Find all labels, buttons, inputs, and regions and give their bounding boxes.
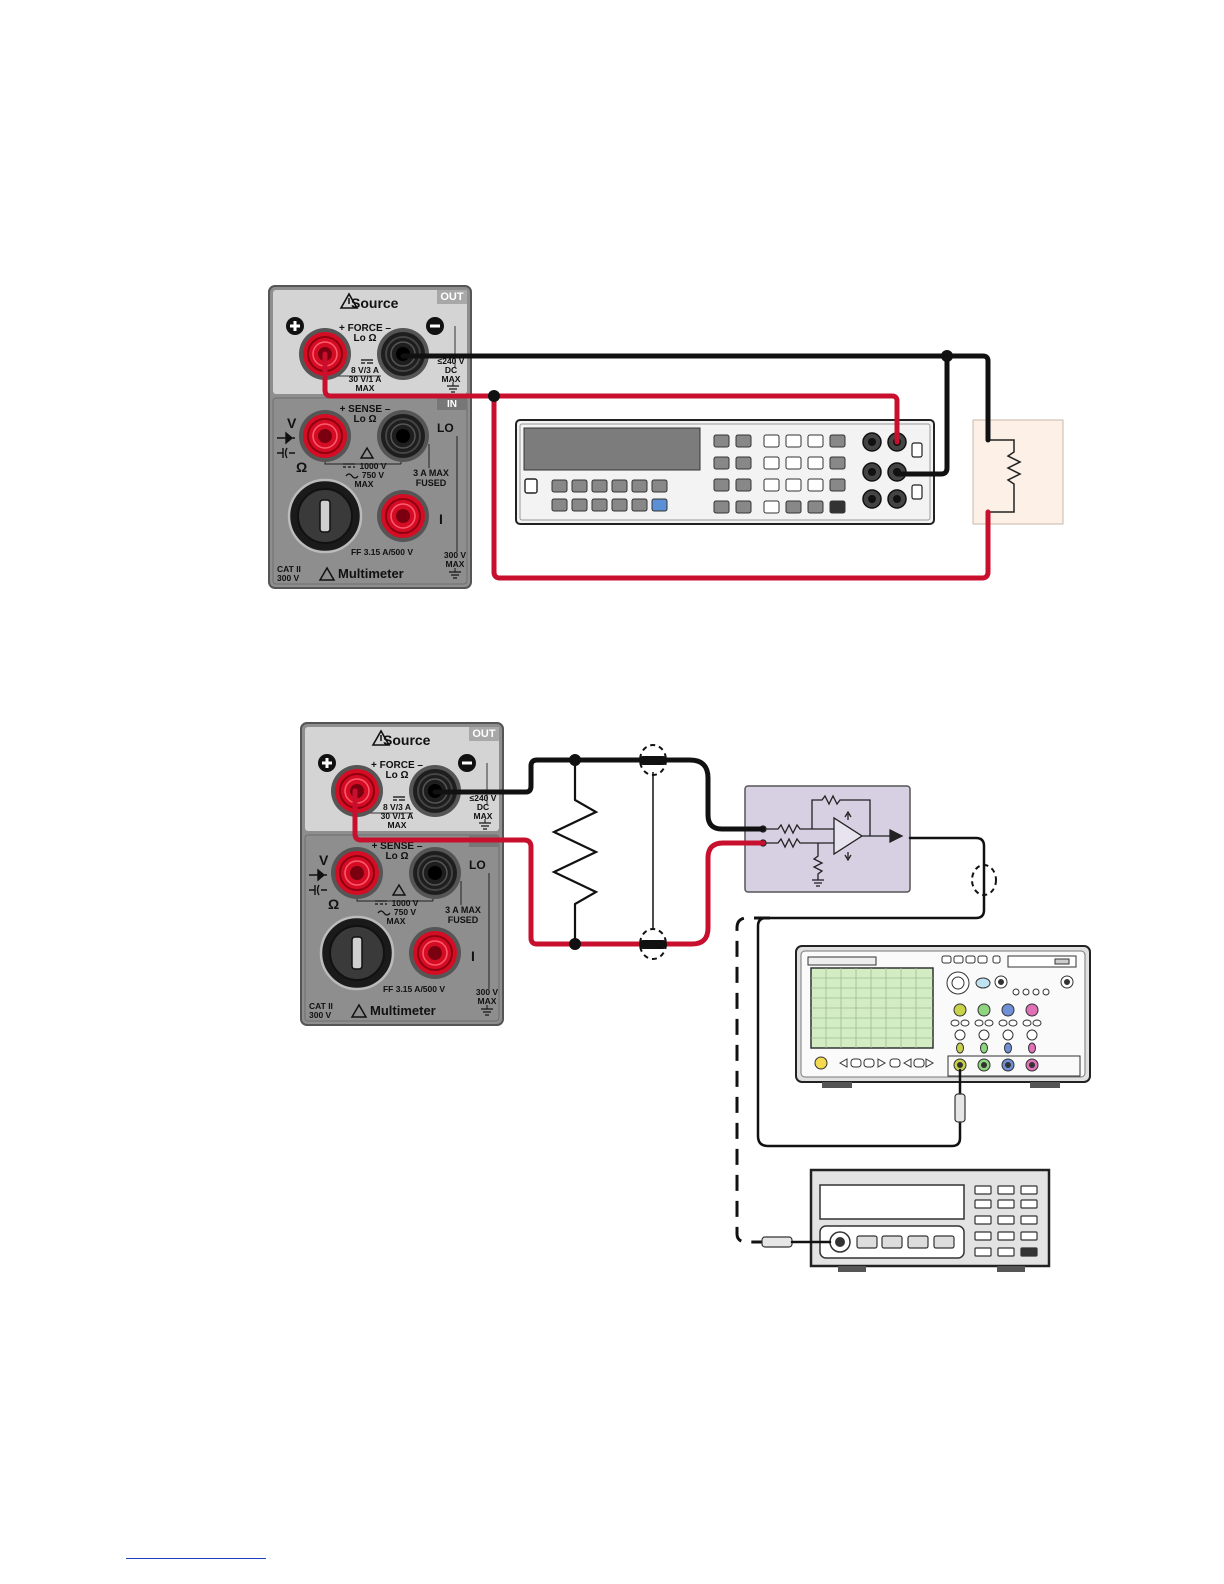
amp-rating-1: 3 A MAX	[413, 468, 449, 478]
keypad-right[interactable]	[713, 434, 846, 514]
i-label: I	[439, 511, 443, 527]
lower-display	[819, 1184, 965, 1220]
amp-rating-2: FUSED	[416, 478, 447, 488]
wires-bottom	[352, 754, 986, 1248]
lower-keys[interactable]	[856, 1185, 1038, 1257]
source-rating-3: MAX	[388, 820, 407, 830]
red-sense-wire	[322, 351, 900, 445]
red-sense-wire	[352, 788, 766, 947]
bnc-connector-icon[interactable]	[953, 1058, 1039, 1072]
sense-label: + SENSE –	[340, 404, 391, 415]
force-label: + FORCE –	[339, 323, 391, 334]
shunt-resistor	[551, 760, 654, 944]
sense-lo-label: Lo Ω	[385, 851, 408, 862]
black-force-wire	[432, 757, 766, 832]
cat-label-2: 300 V	[309, 1010, 332, 1020]
fuse-label: FF 3.15 A/500 V	[351, 547, 413, 557]
amp-rating-2: FUSED	[448, 915, 479, 925]
black-branch-wire	[894, 353, 950, 477]
scope-grid	[811, 968, 933, 1048]
gnd-rating-2: MAX	[446, 559, 465, 569]
source-rating-1: 8 V/3 A	[383, 802, 411, 812]
amplifier-box	[744, 785, 911, 893]
sync-connector	[761, 1236, 793, 1248]
source-rating-1: 8 V/3 A	[351, 365, 379, 375]
gnd-rating-1: 300 V	[444, 550, 467, 560]
volt-rating-3: MAX	[387, 916, 406, 926]
bench-instrument	[515, 419, 935, 525]
multimeter-title: Multimeter	[338, 566, 404, 581]
volt-rating-1: 1000 V	[392, 898, 419, 908]
dc-rating-1: ≤240 V	[470, 793, 497, 803]
out-tag: OUT	[440, 291, 464, 303]
source-rating-2: 30 V/1 A	[349, 374, 382, 384]
multimeter-panel-top: OUT IN Source + FORCE – Lo Ω 8 V/3 A 30 …	[267, 284, 473, 590]
lo-label: LO	[437, 421, 454, 435]
ohm-label: Ω	[296, 459, 307, 475]
power-switch[interactable]	[524, 478, 538, 494]
dc-rating-1: ≤240 V	[438, 356, 465, 366]
volt-rating-1: 1000 V	[360, 461, 387, 471]
cat-label-2: 300 V	[277, 573, 300, 583]
cat-label-1: CAT II	[309, 1001, 333, 1011]
instrument-display	[523, 427, 701, 471]
instrument-terminals[interactable]	[862, 432, 923, 509]
dc-rating-2: DC	[477, 802, 489, 812]
v-label: V	[319, 852, 329, 868]
source-rating-3: MAX	[356, 383, 375, 393]
in-tag: IN	[447, 399, 457, 410]
volt-rating-3: MAX	[355, 479, 374, 489]
ohm-label: Ω	[328, 896, 339, 912]
cat-label-1: CAT II	[277, 564, 301, 574]
force-lo-label: Lo Ω	[385, 770, 408, 781]
force-lo-label: Lo Ω	[353, 333, 376, 344]
gnd-rating-2: MAX	[478, 996, 497, 1006]
dc-rating-3: MAX	[442, 374, 461, 384]
source-rating-2: 30 V/1 A	[381, 811, 414, 821]
bench-instrument-lower	[809, 1168, 1051, 1272]
footer-rule	[126, 1558, 266, 1559]
resistor-icon	[987, 439, 1022, 513]
sense-lo-label: Lo Ω	[353, 414, 376, 425]
out-tag: OUT	[472, 728, 496, 740]
source-title: Source	[383, 732, 431, 748]
amp-rating-1: 3 A MAX	[445, 905, 481, 915]
lo-label: LO	[469, 858, 486, 872]
red-return-wire	[491, 393, 991, 581]
oscilloscope	[795, 945, 1091, 1088]
gnd-rating-1: 300 V	[476, 987, 499, 997]
fuse-label: FF 3.15 A/500 V	[383, 984, 445, 994]
v-label: V	[287, 415, 297, 431]
keypad-left[interactable]	[551, 479, 668, 512]
multimeter-title: Multimeter	[370, 1003, 436, 1018]
dc-rating-2: DC	[445, 365, 457, 375]
black-force-wire	[400, 353, 991, 443]
volt-rating-2: 750 V	[394, 907, 417, 917]
source-title: Source	[351, 295, 399, 311]
bottom-diagram: OUT Source + FORCE – Lo Ω 8 V/3 A 30 V/1…	[299, 721, 1091, 1272]
dc-rating-3: MAX	[474, 811, 493, 821]
scope-softkeys[interactable]	[814, 1056, 935, 1070]
sense-label: + SENSE –	[372, 841, 423, 852]
wires-top	[322, 350, 991, 581]
volt-rating-2: 750 V	[362, 470, 385, 480]
dashed-sync-cable	[735, 916, 770, 1244]
force-label: + FORCE –	[371, 760, 423, 771]
top-diagram: OUT IN Source + FORCE – Lo Ω 8 V/3 A 30 …	[267, 284, 1064, 590]
probe-connector	[954, 1093, 966, 1123]
multimeter-panel-bottom: OUT Source + FORCE – Lo Ω 8 V/3 A 30 V/1…	[299, 721, 505, 1027]
scope-controls[interactable]	[941, 955, 1077, 1054]
amp-output-cable	[756, 836, 986, 1148]
i-label: I	[471, 948, 475, 964]
